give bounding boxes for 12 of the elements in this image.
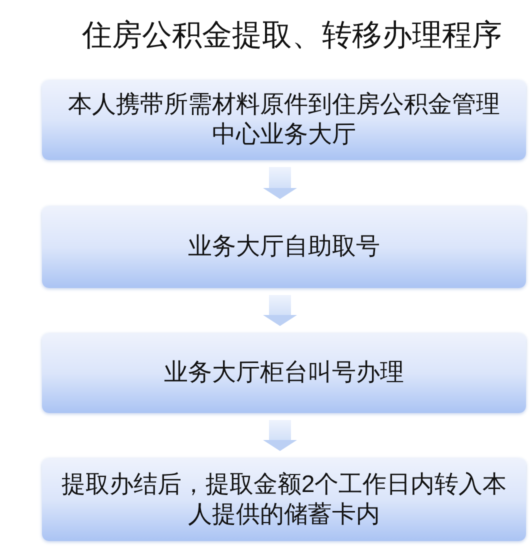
step-text: 提取办结后，提取金额2个工作日内转入本人提供的储蓄卡内 <box>60 470 508 530</box>
step-text: 业务大厅自助取号 <box>188 232 380 262</box>
title: 住房公积金提取、转移办理程序 <box>82 18 502 54</box>
step-text: 业务大厅柜台叫号办理 <box>164 358 404 388</box>
arrow <box>263 167 297 199</box>
process-box <box>42 333 526 413</box>
arrow <box>263 420 297 451</box>
process-box <box>42 458 526 541</box>
arrow <box>263 295 297 326</box>
step-text: 本人携带所需材料原件到住房公积金管理中心业务大厅 <box>67 90 501 150</box>
process-box <box>42 80 526 160</box>
process-box <box>42 206 526 288</box>
